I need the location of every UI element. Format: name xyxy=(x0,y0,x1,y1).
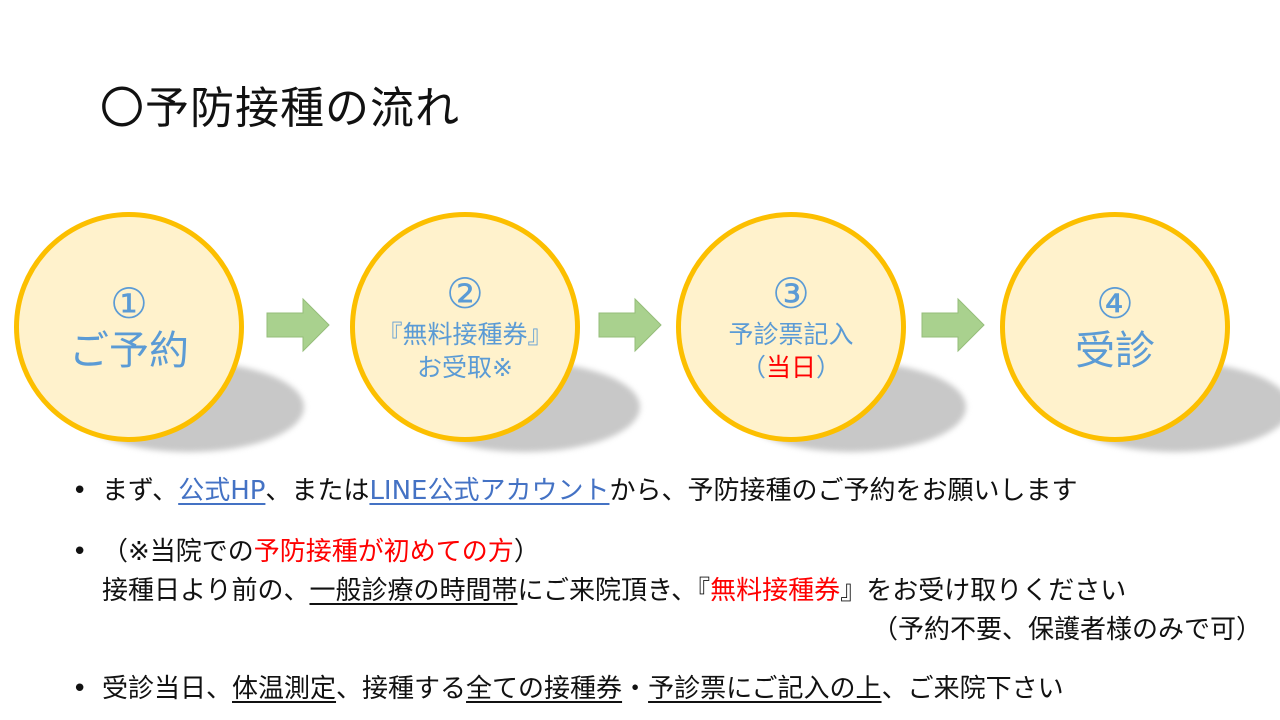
underlined-text: 一般診療の時間帯 xyxy=(309,576,518,606)
text: 、または xyxy=(265,476,370,506)
text: 、ご来院下さい xyxy=(881,674,1064,704)
line-account-link[interactable]: LINE公式アカウント xyxy=(369,476,610,506)
paren: ） xyxy=(816,353,842,382)
paren: （ xyxy=(740,353,766,382)
step-label: ご予約 xyxy=(69,328,189,374)
step-4: ④ 受診 xyxy=(1000,212,1280,452)
text: 』をお受け取りください xyxy=(840,576,1127,606)
step-label: 予診票記入 xyxy=(728,320,854,349)
bullet-first-time: （※当院での予防接種が初めての方） 接種日より前の、一般診療の時間帯にご来院頂き… xyxy=(72,533,1262,650)
step-circle: ② 『無料接種券』 お受取※ xyxy=(350,212,580,442)
step-label: お受取※ xyxy=(417,353,513,382)
step-number: ④ xyxy=(1096,279,1134,328)
step-3: ③ 予診票記入 （当日） xyxy=(676,212,966,452)
text: ） xyxy=(513,537,540,567)
step-1: ① ご予約 xyxy=(14,212,304,452)
emphasis-text: 予防接種が初めての方 xyxy=(253,537,514,567)
text: （※当院での xyxy=(102,537,254,567)
text: ・ xyxy=(622,674,649,704)
step-2: ② 『無料接種券』 お受取※ xyxy=(350,212,640,452)
step-number: ③ xyxy=(772,269,810,318)
highlight-today: 当日 xyxy=(765,353,816,382)
emphasis-text: 無料接種券 xyxy=(710,576,841,606)
step-number: ② xyxy=(446,269,484,318)
text: から、予防接種のご予約をお願いします xyxy=(609,476,1078,506)
text: まず、 xyxy=(102,476,179,506)
text: 接種日より前の、 xyxy=(102,576,310,606)
underlined-text: 予診票にご記入の上 xyxy=(648,674,882,704)
official-hp-link[interactable]: 公式HP xyxy=(178,476,266,506)
step-circle: ③ 予診票記入 （当日） xyxy=(676,212,906,442)
page-title: 〇予防接種の流れ xyxy=(100,83,460,134)
underlined-text: 全ての接種券 xyxy=(466,674,623,704)
text: 、接種する xyxy=(336,674,467,704)
step-circle: ① ご予約 xyxy=(14,212,244,442)
underlined-text: 体温測定 xyxy=(232,674,337,704)
step-label: 『無料接種券』 xyxy=(377,320,553,349)
bullet-visit-day: 受診当日、体温測定、接種する全ての接種券・予診票にご記入の上、ご来院下さい xyxy=(72,670,1262,709)
step-label: 受診 xyxy=(1075,328,1155,374)
note-text: （予約不要、保護者様のみで可） xyxy=(871,615,1262,645)
step-circle: ④ 受診 xyxy=(1000,212,1230,442)
step-number: ① xyxy=(110,279,148,328)
arrow-right-icon xyxy=(598,297,662,353)
text: にご来院頂き、『 xyxy=(517,576,711,606)
arrow-right-icon xyxy=(921,297,985,353)
step-label-date: （当日） xyxy=(741,351,841,384)
arrow-right-icon xyxy=(266,297,330,353)
text: 受診当日、 xyxy=(102,674,233,704)
bullet-reservation: まず、公式HP、またはLINE公式アカウントから、予防接種のご予約をお願いします xyxy=(72,472,1262,511)
instructions-list: まず、公式HP、またはLINE公式アカウントから、予防接種のご予約をお願いします… xyxy=(72,472,1262,709)
